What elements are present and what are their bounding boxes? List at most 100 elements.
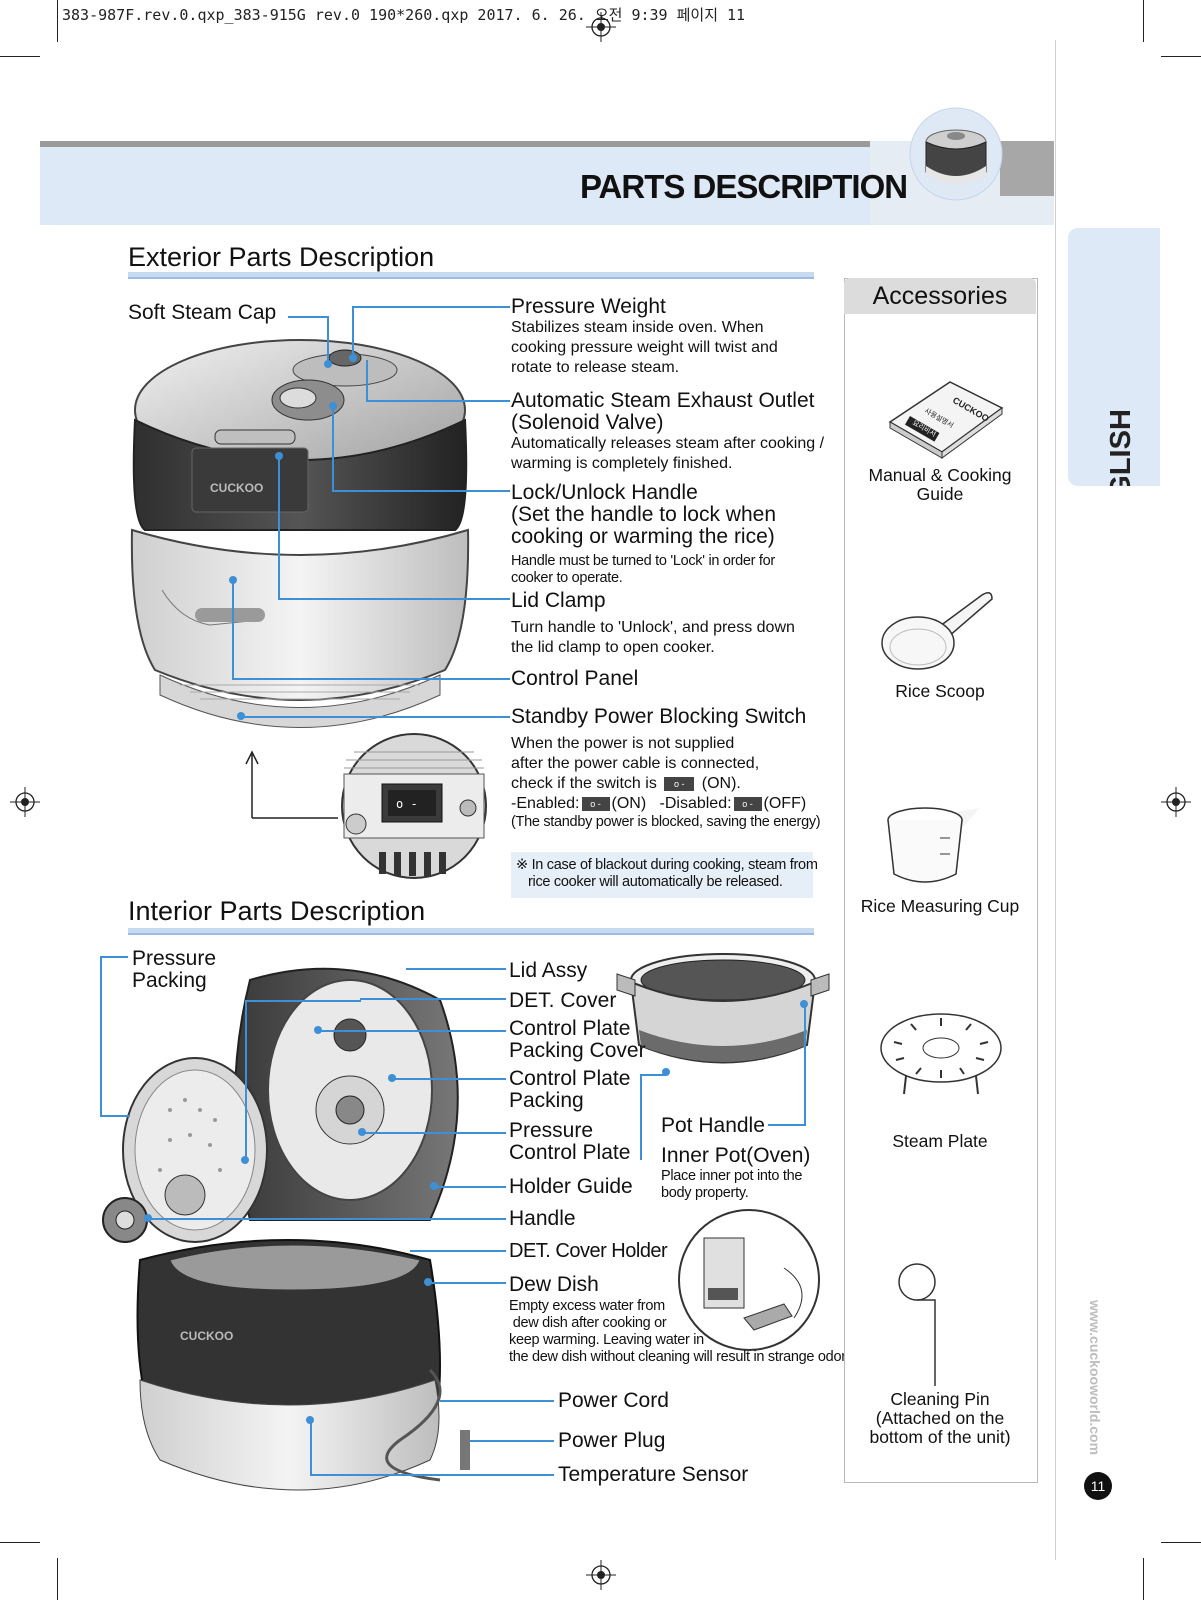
leader-line [360, 998, 506, 1000]
leader-dot [144, 1214, 152, 1222]
registration-mark-icon [586, 1560, 616, 1590]
exterior-section-title: Exterior Parts Description [128, 242, 435, 272]
leader-line [362, 1132, 506, 1134]
crop-mark [1161, 56, 1201, 57]
steam-plate-icon [880, 1013, 1002, 1095]
steam-outlet-label: Automatic Steam Exhaust Outlet(Solenoid … [511, 389, 815, 434]
det-cover-holder-label: DET. Cover Holder [509, 1240, 668, 1262]
header-band [40, 147, 870, 225]
section-divider [128, 928, 814, 935]
crop-mark [57, 0, 58, 42]
leader-line [470, 1440, 554, 1442]
blackout-note-box [511, 852, 813, 898]
switch-off-icon: o - [733, 796, 762, 811]
interior-section-title: Interior Parts Description [128, 896, 426, 926]
dew-dish-desc: Empty excess water from dew dish after c… [509, 1298, 849, 1365]
dew-dish-label: Dew Dish [509, 1273, 599, 1296]
cooker-interior-illustration: CUCKOO [102, 967, 470, 1491]
power-plug-label: Power Plug [558, 1429, 666, 1452]
svg-text:ENGLISH: ENGLISH [1105, 409, 1137, 486]
accessories-title: Accessories [844, 278, 1036, 314]
leader-line [392, 1078, 506, 1080]
leader-line [310, 1474, 554, 1476]
pot-handle-label: Pot Handle [661, 1114, 765, 1137]
leader-dot [349, 354, 357, 362]
standby-switch-desc: When the power is not supplied after the… [511, 735, 821, 830]
leader-dot [662, 1068, 670, 1076]
temperature-sensor-label: Temperature Sensor [558, 1463, 749, 1486]
leader-line [148, 1218, 506, 1220]
leader-dot [241, 1156, 249, 1164]
crop-mark [57, 1558, 58, 1600]
language-tab [1068, 228, 1160, 486]
power-cord-label: Power Cord [558, 1389, 669, 1412]
leader-dot [388, 1074, 396, 1082]
website-url: www.cuckooworld.com [1087, 1300, 1103, 1455]
leader-line [100, 1115, 130, 1117]
measuring-cup-icon [887, 807, 980, 886]
manual-icon: CUCKOO 사용설명서 요리비서 [888, 381, 1004, 459]
lid-assy-label: Lid Assy [509, 959, 588, 982]
blackout-note: ※ In case of blackout during cooking, st… [516, 857, 818, 890]
section-divider [128, 272, 814, 279]
leader-line [318, 1030, 506, 1032]
crop-mark [1143, 1558, 1144, 1600]
cooker-exterior-illustration: CUCKOO [130, 339, 470, 728]
leader-dot [275, 452, 283, 460]
leader-line [352, 306, 354, 358]
accessory-label: Steam Plate [892, 1131, 988, 1151]
language-tab-label: ENGLISH [1105, 409, 1137, 486]
leader-line [100, 956, 128, 958]
leader-line [434, 1186, 506, 1188]
lock-handle-desc: Handle must be turned to 'Lock' in order… [511, 553, 775, 586]
dew-dish-closeup [678, 1209, 820, 1351]
svg-text:CUCKOO: CUCKOO [180, 1329, 233, 1343]
header-band-grey [1000, 141, 1054, 196]
rice-scoop-icon [881, 592, 993, 670]
leader-line [366, 400, 510, 402]
leader-dot [800, 1000, 808, 1008]
svg-text:CUCKOO: CUCKOO [210, 481, 263, 495]
leader-line [804, 1004, 806, 1126]
leader-dot [358, 1128, 366, 1136]
leader-line [332, 406, 334, 492]
leader-dot [237, 712, 245, 720]
leader-line [310, 1420, 312, 1476]
leader-line [428, 1282, 506, 1284]
switch-on-icon: o - [581, 796, 610, 811]
cooker-thumbnail-icon [909, 107, 1003, 201]
leader-line [278, 456, 280, 600]
leader-line [410, 1250, 506, 1252]
svg-text:www.cuckooworld.com: www.cuckooworld.com [1087, 1300, 1103, 1455]
registration-mark-icon [10, 787, 40, 817]
leader-line [327, 316, 329, 364]
crop-mark [0, 56, 40, 57]
leader-line [406, 968, 506, 970]
leader-line [278, 598, 510, 600]
handle-label: Handle [509, 1207, 576, 1230]
soft-steam-cap-label: Soft Steam Cap [128, 301, 277, 324]
pressure-weight-label: Pressure Weight [511, 295, 666, 318]
accessory-label: Rice Scoop [895, 681, 985, 701]
leader-dot [314, 1026, 322, 1034]
cleaning-pin-icon [898, 1263, 936, 1386]
leader-dot [329, 402, 337, 410]
standby-switch-label: Standby Power Blocking Switch [511, 705, 807, 728]
page-edge-line [1055, 40, 1056, 1560]
inner-pot-illustration [616, 953, 830, 1064]
accessory-label: Rice Measuring Cup [860, 896, 1020, 916]
det-cover-label: DET. Cover [509, 989, 617, 1012]
print-slug: 383-987F.rev.0.qxp_383-915G rev.0 190*26… [62, 6, 746, 24]
leader-line [245, 1000, 361, 1002]
leader-line [440, 1400, 554, 1402]
leader-line [640, 1074, 642, 1160]
leader-line [288, 316, 328, 318]
crop-mark [1143, 0, 1144, 42]
